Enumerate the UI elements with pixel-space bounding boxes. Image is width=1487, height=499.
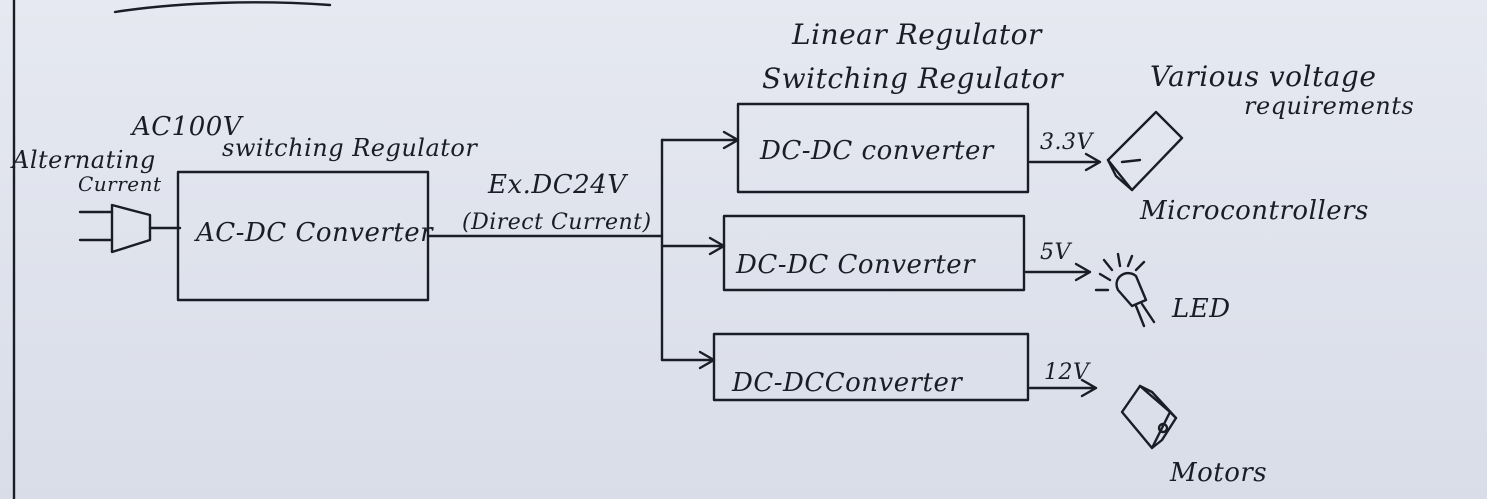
- output-voltage-1: 3.3V: [1040, 130, 1093, 155]
- source-label-line2: Current: [78, 172, 162, 196]
- motor-icon: [1122, 386, 1176, 448]
- output-voltage-2: 5V: [1040, 240, 1071, 265]
- top-scribble: [115, 2, 330, 12]
- dc-dc-block-3-label: DC-DCConverter: [732, 368, 962, 398]
- source-label-line1: Alternating: [12, 146, 156, 174]
- output-voltage-3: 12V: [1044, 360, 1089, 385]
- output-arrow-2: [1026, 264, 1090, 280]
- load-label-1: Microcontrollers: [1140, 196, 1369, 226]
- load-label-3: Motors: [1170, 458, 1267, 488]
- arrow-to-dcdc-1: [662, 132, 738, 148]
- regulator-option2-label: Switching Regulator: [762, 62, 1063, 95]
- loads-note-line1: Various voltage: [1150, 60, 1376, 93]
- converter-type-main-label: switching Regulator: [222, 134, 477, 162]
- microcontroller-icon: [1108, 112, 1182, 190]
- dc-output-desc-label: (Direct Current): [462, 210, 652, 235]
- dc-output-label: Ex.DC24V: [488, 170, 627, 200]
- dc-dc-block-1-label: DC-DC converter: [760, 136, 994, 166]
- arrow-to-dcdc-2: [662, 238, 724, 254]
- load-label-2: LED: [1172, 294, 1231, 324]
- output-arrow-1: [1030, 154, 1100, 170]
- led-icon: [1096, 254, 1154, 326]
- arrow-to-dcdc-3: [662, 352, 714, 368]
- loads-note-line2: requirements: [1244, 92, 1414, 120]
- plug-icon: [80, 205, 180, 252]
- dc-dc-block-2-label: DC-DC Converter: [736, 250, 975, 280]
- ac-dc-block-label: AC-DC Converter: [196, 218, 433, 248]
- regulator-option1-label: Linear Regulator: [792, 18, 1042, 51]
